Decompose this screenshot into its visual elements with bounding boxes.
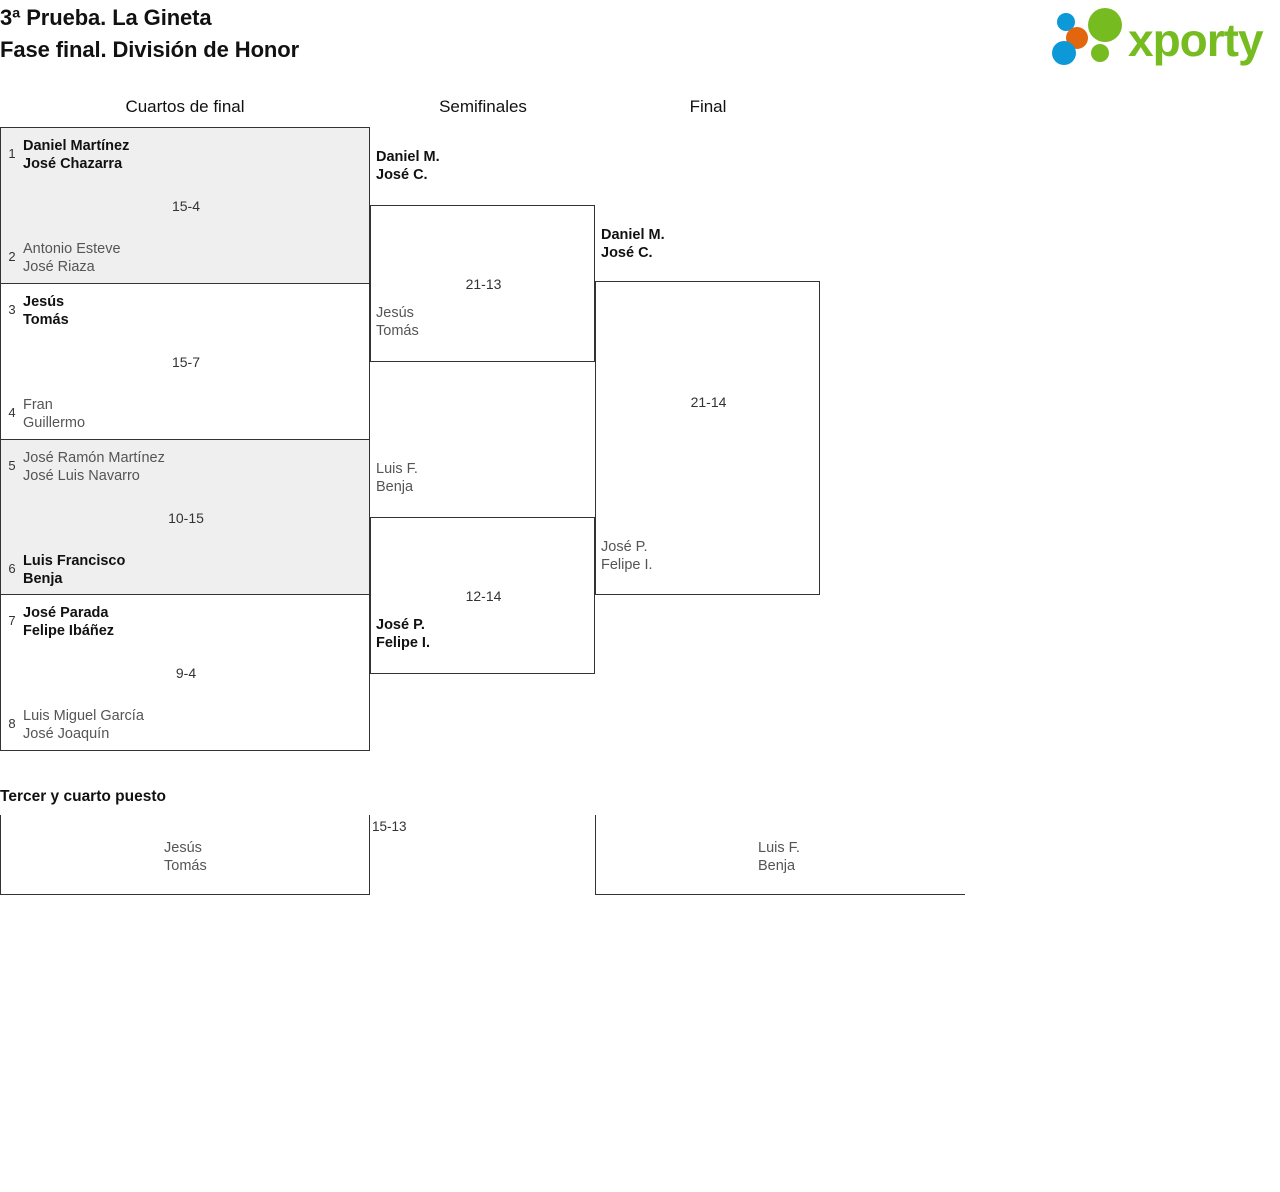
seed-number: 2 (8, 249, 16, 264)
player-name: José C. (601, 245, 653, 261)
player-name: Tomás (23, 312, 69, 328)
page-title: 3ª Prueba. La Gineta Fase final. Divisió… (0, 2, 900, 66)
player-name: José P. (601, 539, 648, 555)
player-name: Felipe I. (376, 635, 430, 651)
player-name: Fran (23, 397, 53, 413)
match-qf1-bottom-team[interactable]: 2 Antonio Esteve José Riaza (1, 240, 369, 276)
team-players: Fran Guillermo (23, 396, 369, 432)
player-name: José Ramón Martínez (23, 450, 165, 466)
team-players: Luis Francisco Benja (23, 552, 369, 588)
player-name: Jesús (164, 840, 202, 856)
team-players: Daniel Martínez José Chazarra (23, 137, 369, 173)
team-players: Antonio Esteve José Riaza (23, 240, 369, 276)
match-quarterfinal-3[interactable]: 5 José Ramón Martínez José Luis Navarro … (0, 439, 370, 596)
match-score: 12-14 (465, 588, 502, 604)
third-place-box-left[interactable] (0, 815, 370, 895)
third-place-title: Tercer y cuarto puesto (0, 788, 166, 805)
match-qf4-bottom-team[interactable]: 8 Luis Miguel García José Joaquín (1, 707, 369, 743)
third-place-score: 15-13 (372, 819, 407, 834)
match-qf1-top-team[interactable]: 1 Daniel Martínez José Chazarra (1, 137, 369, 173)
semifinal-2-top-team[interactable]: Luis F. Benja (376, 460, 591, 496)
player-name: José Joaquín (23, 726, 110, 742)
seed-number: 3 (8, 302, 16, 317)
match-qf3-bottom-team[interactable]: 6 Luis Francisco Benja (1, 552, 369, 588)
page-title-line-1: 3ª Prueba. La Gineta (0, 5, 212, 30)
semifinal-1-top-team[interactable]: Daniel M. José C. (376, 148, 591, 184)
seed-number: 7 (8, 613, 16, 628)
match-quarterfinal-2[interactable]: 3 Jesús Tomás 15-7 4 Fran Guillermo (0, 283, 370, 440)
final-bottom-team[interactable]: José P. Felipe I. (601, 538, 816, 574)
seed-number: 5 (8, 458, 16, 473)
player-name: Luis F. (376, 461, 418, 477)
svg-text:xporty: xporty (1128, 14, 1264, 66)
player-name: Jesús (376, 305, 414, 321)
xporty-logo[interactable]: xporty (1044, 8, 1274, 70)
third-place-box-right[interactable] (595, 815, 965, 895)
match-quarterfinal-1[interactable]: 1 Daniel Martínez José Chazarra 15-4 2 A… (0, 127, 370, 284)
player-name: José Parada (23, 605, 109, 621)
match-score: 9-4 (175, 665, 197, 681)
round-header-final: Final (689, 97, 727, 116)
round-header-quarterfinals: Cuartos de final (125, 97, 245, 116)
third-place-right-team[interactable]: Luis F. Benja (758, 839, 800, 875)
match-qf3-top-team[interactable]: 5 José Ramón Martínez José Luis Navarro (1, 449, 369, 485)
team-players: Luis Miguel García José Joaquín (23, 707, 369, 743)
match-qf2-top-team[interactable]: 3 Jesús Tomás (1, 293, 369, 329)
player-name: Daniel Martínez (23, 138, 130, 154)
player-name: José Chazarra (23, 156, 123, 172)
player-name: Luis Miguel García (23, 708, 144, 724)
logo-wordmark: xporty (1128, 14, 1265, 66)
player-name: Guillermo (23, 415, 86, 431)
match-score: 15-7 (171, 354, 201, 370)
player-name: Tomás (376, 323, 419, 339)
logo-dots-icon (1052, 8, 1122, 65)
team-players: José Parada Felipe Ibáñez (23, 604, 369, 640)
player-name: Antonio Esteve (23, 241, 121, 257)
player-name: José C. (376, 167, 428, 183)
player-name: Felipe Ibáñez (23, 623, 115, 639)
player-name: Luis F. (758, 840, 800, 856)
player-name: Luis Francisco (23, 553, 126, 569)
seed-number: 6 (8, 561, 16, 576)
round-header-semifinals: Semifinales (439, 97, 527, 116)
match-score: 15-4 (171, 198, 201, 214)
player-name: Felipe I. (601, 557, 653, 573)
match-quarterfinal-4[interactable]: 7 José Parada Felipe Ibáñez 9-4 8 Luis M… (0, 594, 370, 751)
seed-number: 8 (8, 716, 16, 731)
team-players: José Ramón Martínez José Luis Navarro (23, 449, 369, 485)
player-name: José Riaza (23, 259, 95, 275)
semifinal-1-bottom-team[interactable]: Jesús Tomás (376, 304, 591, 340)
player-name: Tomás (164, 858, 207, 874)
match-score: 21-13 (465, 276, 502, 292)
player-name: José Luis Navarro (23, 468, 140, 484)
match-final[interactable]: 21-14 (595, 281, 820, 595)
player-name: Daniel M. (601, 227, 665, 243)
player-name: Benja (23, 571, 63, 587)
player-name: Daniel M. (376, 149, 440, 165)
match-score: 10-15 (168, 510, 204, 526)
player-name: Benja (376, 479, 414, 495)
third-place-left-team[interactable]: Jesús Tomás (164, 839, 207, 875)
team-players: Jesús Tomás (23, 293, 369, 329)
match-semifinal-1[interactable]: 21-13 (370, 205, 595, 362)
final-top-team[interactable]: Daniel M. José C. (601, 226, 816, 262)
player-name: José P. (376, 617, 425, 633)
match-qf4-top-team[interactable]: 7 José Parada Felipe Ibáñez (1, 604, 369, 640)
semifinal-2-bottom-team[interactable]: José P. Felipe I. (376, 616, 591, 652)
seed-number: 1 (8, 146, 16, 161)
player-name: Benja (758, 858, 796, 874)
player-name: Jesús (23, 294, 65, 310)
match-qf2-bottom-team[interactable]: 4 Fran Guillermo (1, 396, 369, 432)
seed-number: 4 (8, 405, 16, 420)
quarterfinals-column: 1 Daniel Martínez José Chazarra 15-4 2 A… (0, 127, 370, 751)
match-semifinal-2[interactable]: 12-14 (370, 517, 595, 674)
page-title-line-2: Fase final. División de Honor (0, 37, 300, 62)
match-score: 21-14 (690, 394, 727, 410)
